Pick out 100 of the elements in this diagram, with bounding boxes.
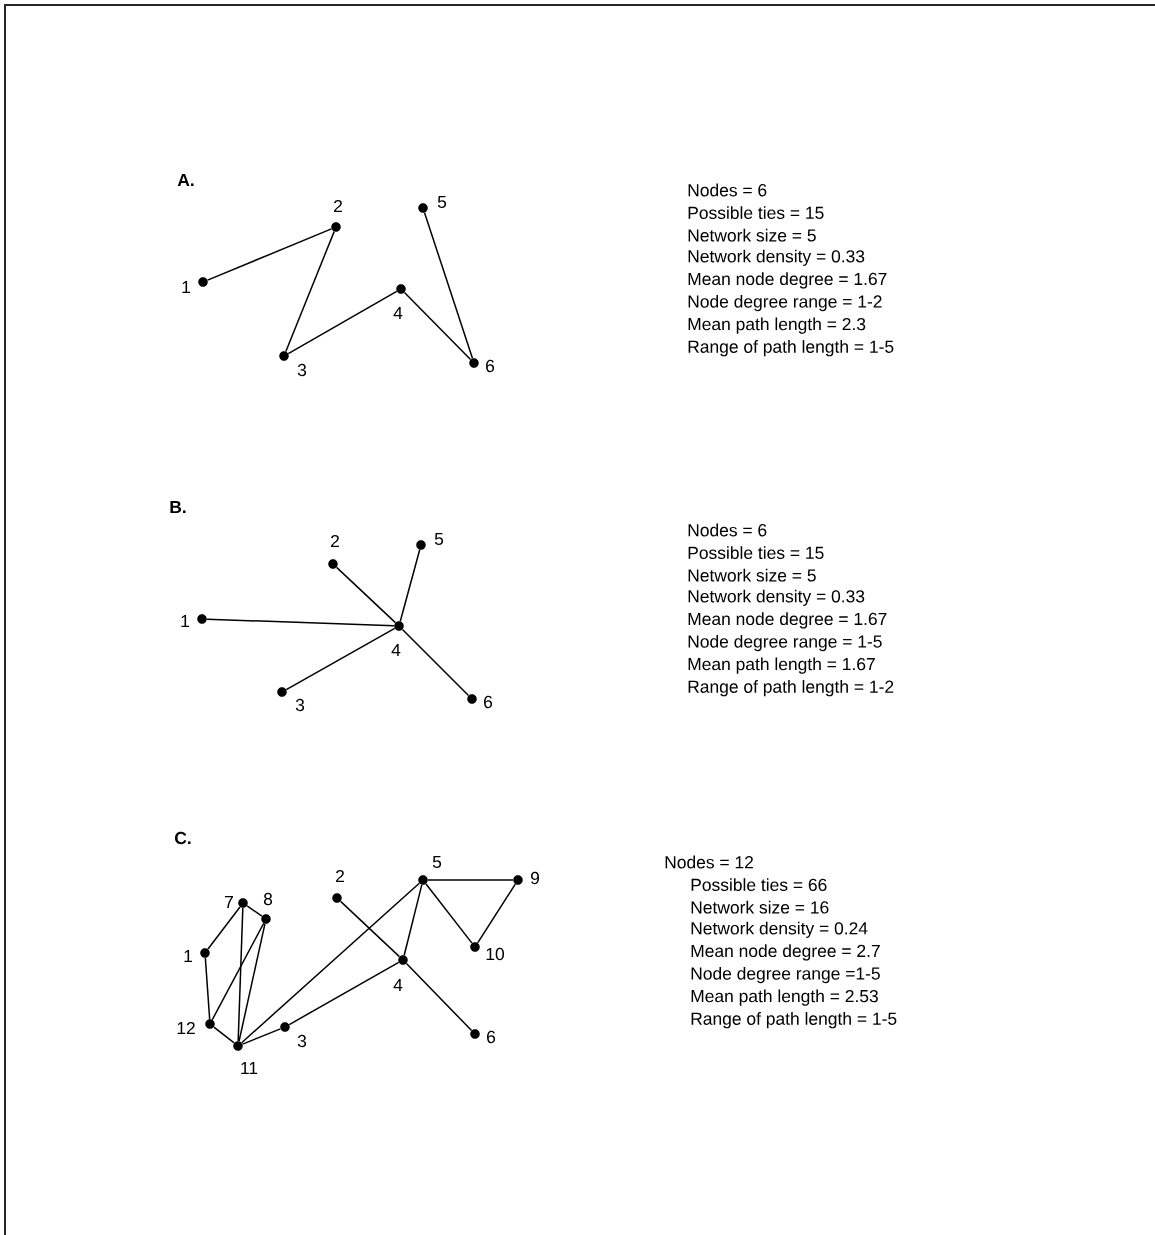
node-number: 1 <box>182 281 190 293</box>
network-node <box>394 621 404 631</box>
network-node <box>200 948 210 958</box>
network-node <box>416 540 426 550</box>
network-node <box>279 351 289 361</box>
node-number: 1 <box>184 950 192 962</box>
panel-letter: B. <box>170 501 186 513</box>
node-number: 4 <box>391 644 401 656</box>
statistic-text: Network density = 0.33 <box>688 249 865 266</box>
tie-line <box>405 962 473 1032</box>
network-node <box>332 893 342 903</box>
network-node <box>328 559 338 569</box>
tie-line <box>335 566 397 624</box>
tie-line <box>238 923 266 1042</box>
tie-line <box>246 905 263 917</box>
node-number: 9 <box>530 871 540 885</box>
tie-line <box>401 628 470 697</box>
node-number: 10 <box>486 947 504 961</box>
statistic-text: Possible ties = 15 <box>688 206 824 219</box>
network-node <box>418 203 428 213</box>
statistic-text: Nodes = 6 <box>688 183 767 197</box>
tie-line <box>211 922 265 1021</box>
node-number: 12 <box>177 1021 195 1035</box>
node-number: 5 <box>437 195 447 209</box>
network-node <box>418 875 428 885</box>
tie-line <box>241 1028 282 1045</box>
network-node <box>277 687 287 697</box>
statistic-text: Range of path length = 1-5 <box>691 1012 897 1029</box>
network-node <box>197 614 207 624</box>
tie-line <box>339 900 401 958</box>
panel-letter: C. <box>175 831 191 845</box>
node-number: 5 <box>434 532 444 546</box>
node-number: 4 <box>393 979 403 991</box>
statistic-text: Node degree range = 1-2 <box>688 294 882 312</box>
node-number: 7 <box>225 896 233 908</box>
node-number: 6 <box>486 359 495 373</box>
tie-line <box>403 884 423 956</box>
tie-line <box>204 957 211 1020</box>
node-number: 11 <box>241 1062 258 1074</box>
tie-line <box>207 906 241 950</box>
tie-line <box>213 1026 235 1044</box>
statistic-text: Mean node degree = 1.67 <box>688 612 887 629</box>
tie-line <box>425 883 473 944</box>
network-node <box>513 875 523 885</box>
node-number: 6 <box>484 695 493 709</box>
tie-line <box>206 228 333 281</box>
network-node <box>469 358 479 368</box>
node-number: 6 <box>487 1030 496 1044</box>
network-node <box>398 955 408 965</box>
statistic-text: Nodes = 6 <box>688 523 767 537</box>
tie-line <box>287 290 398 355</box>
statistic-text: Range of path length = 1-2 <box>688 680 894 697</box>
node-number: 8 <box>263 892 273 906</box>
network-node <box>470 1029 480 1039</box>
statistic-text: Node degree range = 1-5 <box>688 634 882 652</box>
network-node <box>396 284 406 294</box>
node-number: 1 <box>181 615 189 627</box>
statistic-text: Node degree range =1-5 <box>691 966 880 984</box>
statistic-text: Network size = 5 <box>688 568 816 582</box>
network-node <box>470 942 480 952</box>
tie-line <box>427 879 514 881</box>
tie-line <box>403 291 472 361</box>
statistic-text: Range of path length = 1-5 <box>688 340 894 357</box>
statistic-text: Possible ties = 15 <box>688 546 824 559</box>
tie-line <box>476 883 517 944</box>
statistic-text: Network size = 16 <box>691 900 829 914</box>
node-number: 3 <box>297 363 307 377</box>
statistic-text: Network size = 5 <box>688 228 816 242</box>
statistic-text: Nodes = 12 <box>665 855 753 869</box>
statistic-text: Mean node degree = 2.7 <box>691 944 880 961</box>
network-node <box>261 914 271 924</box>
node-number: 4 <box>393 307 403 319</box>
statistic-text: Network density = 0.24 <box>691 921 868 938</box>
statistic-text: Mean path length = 2.3 <box>688 317 866 334</box>
statistic-text: Possible ties = 66 <box>691 878 827 891</box>
tie-line <box>237 907 244 1042</box>
tie-line <box>285 230 335 353</box>
node-number: 2 <box>334 199 342 213</box>
statistic-text: Mean node degree = 1.67 <box>688 272 887 289</box>
network-node <box>233 1041 243 1051</box>
statistic-text: Mean path length = 2.53 <box>691 989 878 1006</box>
node-number: 3 <box>295 698 305 712</box>
panel-letter: A. <box>177 174 194 186</box>
node-number: 3 <box>297 1034 307 1048</box>
network-node <box>331 222 341 232</box>
network-node <box>238 898 248 908</box>
tie-line <box>240 882 421 1044</box>
tie-line <box>288 961 400 1026</box>
node-number: 2 <box>331 534 339 548</box>
statistic-text: Network density = 0.33 <box>688 589 865 606</box>
network-node <box>205 1019 215 1029</box>
tie-line <box>423 211 474 360</box>
node-number: 2 <box>336 869 344 883</box>
tie-line <box>206 618 395 627</box>
network-node <box>280 1022 290 1032</box>
tie-line <box>399 549 421 622</box>
network-node <box>467 694 477 704</box>
node-number: 5 <box>432 855 442 869</box>
network-node <box>198 277 208 287</box>
statistic-text: Mean path length = 1.67 <box>688 657 875 674</box>
